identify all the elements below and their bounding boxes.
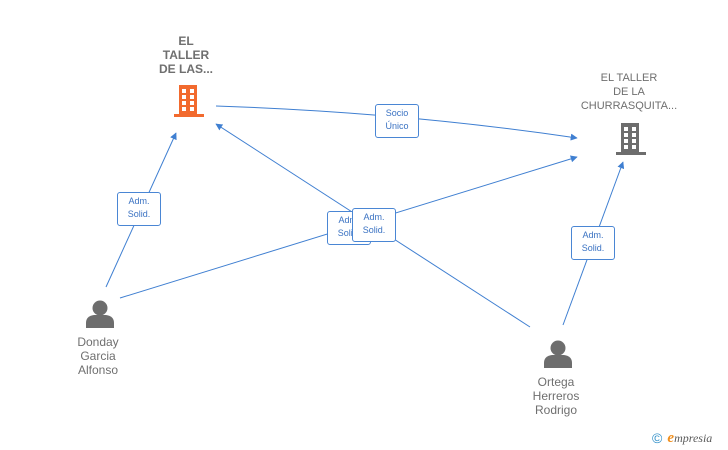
person-icon[interactable]	[84, 299, 116, 329]
brand-logo-e: e	[667, 430, 675, 446]
company1-label[interactable]: EL TALLER DE LAS...	[158, 34, 213, 76]
brand-footer: © empresia	[652, 430, 712, 447]
person1-label[interactable]: Donday Garcia Alfonso	[77, 335, 119, 377]
edge-label-socio-unico[interactable]: Socio Único	[375, 104, 419, 138]
building-icon[interactable]	[172, 83, 206, 119]
edge-label-adm-solid-person1-company1[interactable]: Adm. Solid.	[117, 192, 161, 226]
building-icon[interactable]	[614, 121, 648, 157]
person2-label[interactable]: Ortega Herreros Rodrigo	[532, 375, 580, 417]
brand-logo-text: mpresia	[674, 431, 713, 445]
edge-label-adm-solid-person2-company2[interactable]: Adm. Solid.	[571, 226, 615, 260]
person-icon[interactable]	[542, 339, 574, 369]
copyright-icon: ©	[652, 430, 663, 446]
edge-label-adm-solid-person2-company1[interactable]: Adm. Solid.	[352, 208, 396, 242]
company2-label[interactable]: EL TALLER DE LA CHURRASQUITA...	[580, 72, 678, 112]
